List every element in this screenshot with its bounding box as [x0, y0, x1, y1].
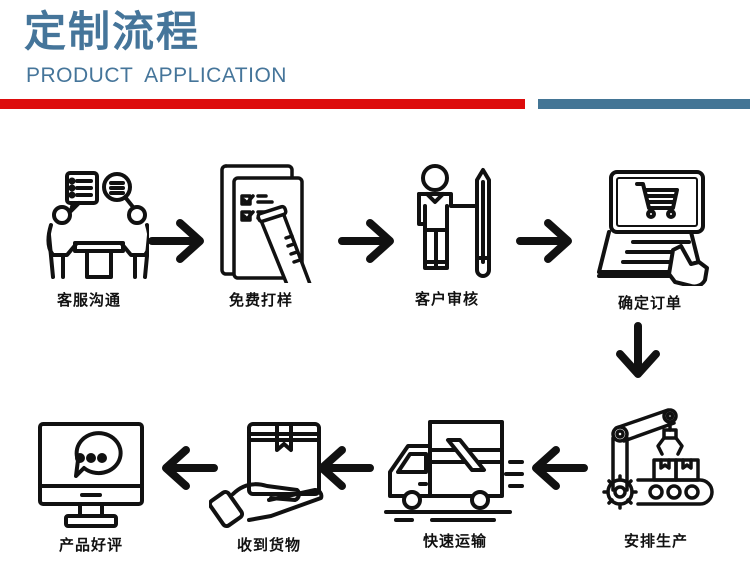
red-divider	[0, 99, 525, 109]
hand-receiving-box-icon	[209, 422, 324, 528]
step-label: 安排生产	[623, 532, 688, 550]
arrow-right-icon	[516, 219, 572, 263]
person-with-pencil-icon	[417, 164, 491, 278]
step-label: 收到货物	[236, 536, 301, 554]
step-arrange-production: 安排生产	[581, 408, 731, 551]
step-label: 客服沟通	[56, 291, 121, 309]
step-fast-shipping: 快速运输	[380, 418, 530, 551]
sample-document-test-tube-icon	[220, 164, 312, 283]
step-label: 确定订单	[617, 294, 682, 312]
arrow-right-icon	[338, 219, 394, 263]
arrow-left-icon	[318, 446, 374, 490]
arrow-left-icon	[532, 446, 588, 490]
arrow-right-icon	[148, 219, 204, 263]
step-free-sample: 免费打样	[186, 160, 336, 310]
step-product-review: 产品好评	[16, 420, 166, 555]
step-goods-received: 收到货物	[194, 420, 344, 555]
step-label: 快速运输	[422, 532, 487, 550]
delivery-truck-icon	[384, 420, 524, 522]
page-subtitle: PRODUCT APPLICATION	[26, 64, 287, 87]
step-label: 客户审核	[414, 290, 479, 308]
monitor-chat-review-icon	[38, 422, 144, 528]
customer-service-meeting-icon	[46, 171, 149, 279]
arrow-left-icon	[162, 446, 218, 490]
factory-robot-arm-icon	[602, 408, 714, 510]
arrow-down-icon	[616, 322, 660, 378]
laptop-cart-order-icon	[597, 170, 709, 286]
step-label: 产品好评	[58, 536, 123, 554]
step-confirm-order: 确定订单	[575, 168, 725, 313]
step-customer-review: 客户审核	[372, 162, 522, 309]
page-title: 定制流程	[24, 7, 201, 56]
blue-divider	[538, 99, 750, 109]
step-label: 免费打样	[228, 291, 293, 309]
step-customer-service: 客服沟通	[14, 165, 164, 310]
